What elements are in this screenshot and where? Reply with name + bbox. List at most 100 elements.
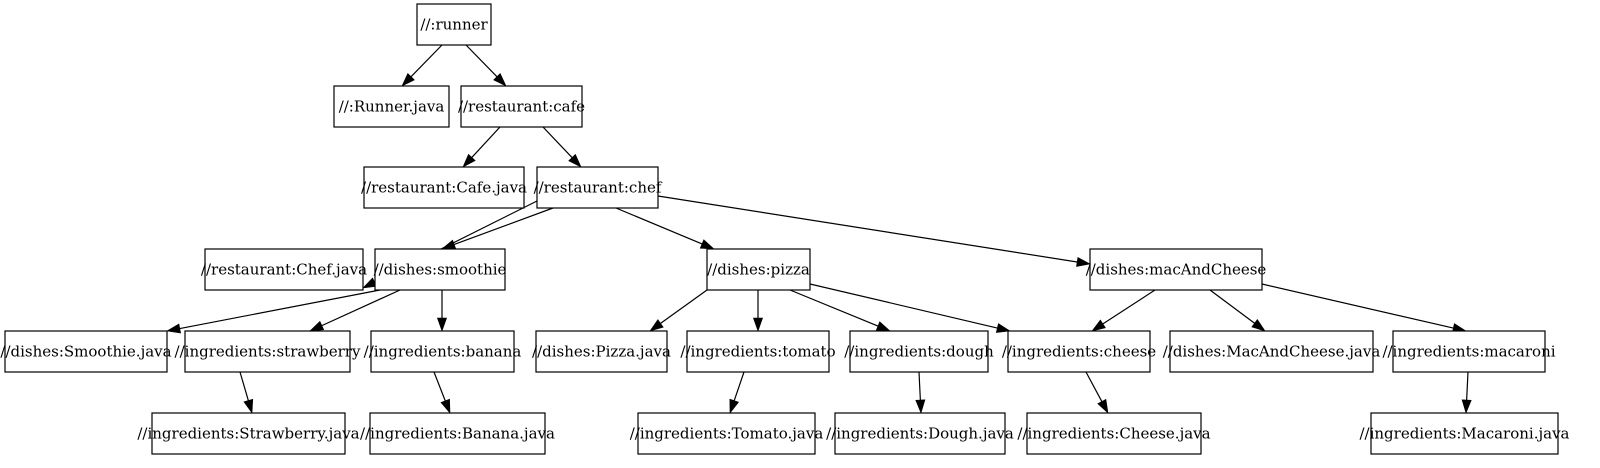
edge-line [239,371,249,401]
graph-node-macaroni_java[interactable]: //ingredients:Macaroni.java [1359,412,1570,455]
node-label: //ingredients:dough [844,343,994,361]
node-box[interactable] [184,330,351,373]
graph-node-dough_java[interactable]: //ingredients:Dough.java [826,412,1014,455]
node-box[interactable] [1169,330,1374,373]
arrowhead-icon [875,321,891,332]
graph-node-ing_cheese[interactable]: //ingredients:cheese [1002,330,1156,373]
graph-edge [729,371,745,414]
graph-edge [441,207,554,250]
graph-node-restaurant_cafe[interactable]: //restaurant:cafe [458,85,585,128]
arrowhead-icon [401,72,415,87]
node-box[interactable] [637,412,816,455]
graph-edge [166,289,381,334]
edge-line [1261,283,1454,329]
node-box[interactable] [370,330,515,373]
node-label: //:Runner.java [339,98,445,116]
node-label: //ingredients:cheese [1002,343,1156,361]
node-box[interactable] [849,330,989,373]
node-box[interactable] [4,330,168,373]
arrowhead-icon [1097,398,1109,414]
node-box[interactable] [1370,412,1559,455]
graph-node-ing_dough[interactable]: //ingredients:dough [844,330,994,373]
node-label: //dishes:Smoothie.java [0,343,171,361]
graph-node-dishes_pizza[interactable]: //dishes:pizza [706,248,811,291]
edge-line [471,126,501,158]
node-label: //ingredients:Tomato.java [630,425,824,443]
arrowhead-icon [1251,319,1266,332]
graph-edge [309,289,401,332]
edge-line [179,289,381,330]
graph-edge [433,371,451,414]
node-box[interactable] [369,412,546,455]
node-box[interactable] [706,248,811,291]
node-label: //ingredients:strawberry [175,343,361,361]
node-box[interactable] [536,166,659,209]
edge-line [453,207,554,246]
graph-node-strawberry_java[interactable]: //ingredients:Strawberry.java [137,412,360,455]
node-box[interactable] [374,248,506,291]
graph-edge [436,290,448,332]
graph-node-dishes_smoothie[interactable]: //dishes:smoothie [374,248,507,291]
node-box[interactable] [416,3,492,46]
edge-line [918,371,921,401]
graph-edge [915,371,926,414]
graph-edge [1209,289,1266,332]
node-box[interactable] [460,85,583,128]
node-box[interactable] [1392,330,1546,373]
edge-line [615,207,703,245]
node-box[interactable] [333,85,450,128]
node-box[interactable] [363,166,525,209]
graph-node-banana_java[interactable]: //ingredients:Banana.java [360,412,555,455]
arrowhead-icon [729,398,740,414]
graph-edge [789,289,891,332]
node-box[interactable] [204,248,364,291]
node-box[interactable] [834,412,1006,455]
node-box[interactable] [1089,248,1263,291]
node-box[interactable] [1007,330,1151,373]
graph-node-chef_java[interactable]: //restaurant:Chef.java [201,248,367,291]
arrowhead-icon [568,153,582,168]
node-label: //:runner [420,16,488,34]
graph-edge [649,289,708,332]
graph-node-runner[interactable]: //:runner [416,3,492,46]
graph-edge [542,126,582,168]
graph-node-mac_java[interactable]: //dishes:MacAndCheese.java [1163,330,1381,373]
graph-node-pizza_java[interactable]: //dishes:Pizza.java [532,330,671,373]
graph-edge [1461,371,1472,414]
graph-node-runner_java[interactable]: //:Runner.java [333,85,450,128]
arrowhead-icon [1076,256,1091,267]
node-box[interactable] [151,412,346,455]
graph-node-dishes_mac[interactable]: //dishes:macAndCheese [1086,248,1267,291]
node-box[interactable] [535,330,668,373]
arrowhead-icon [166,323,182,334]
node-label: //ingredients:Macaroni.java [1359,425,1569,443]
graph-node-tomato_java[interactable]: //ingredients:Tomato.java [630,412,824,455]
node-label: //dishes:smoothie [374,261,507,279]
edge-line [809,283,998,329]
graph-node-ing_macaroni[interactable]: //ingredients:macaroni [1382,330,1556,373]
arrowhead-icon [995,323,1011,333]
edge-line [410,44,443,78]
arrowhead-icon [493,72,507,87]
edge-line [1209,289,1255,324]
arrowhead-icon [1461,399,1472,414]
graph-node-smoothie_java[interactable]: //dishes:Smoothie.java [0,330,172,373]
edge-line [1085,371,1103,402]
arrowhead-icon [462,153,476,168]
graph-node-cafe_java[interactable]: //restaurant:Cafe.java [361,166,527,209]
arrowhead-icon [752,317,764,332]
node-box[interactable] [686,330,830,373]
graph-node-restaurant_chef[interactable]: //restaurant:chef [534,166,663,209]
graph-node-cheese_java[interactable]: //ingredients:Cheese.java [1017,412,1211,455]
node-label: //dishes:macAndCheese [1086,261,1267,279]
graph-node-ing_banana[interactable]: //ingredients:banana [364,330,522,373]
arrowhead-icon [649,319,664,332]
node-box[interactable] [1026,412,1202,455]
graph-edge [615,207,715,250]
arrowhead-icon [243,398,254,414]
graph-node-ing_tomato[interactable]: //ingredients:tomato [680,330,836,373]
edge-line [542,126,573,158]
graph-edge [401,44,443,87]
graph-node-ing_strawberry[interactable]: //ingredients:strawberry [175,330,361,373]
node-label: //dishes:MacAndCheese.java [1163,343,1381,361]
